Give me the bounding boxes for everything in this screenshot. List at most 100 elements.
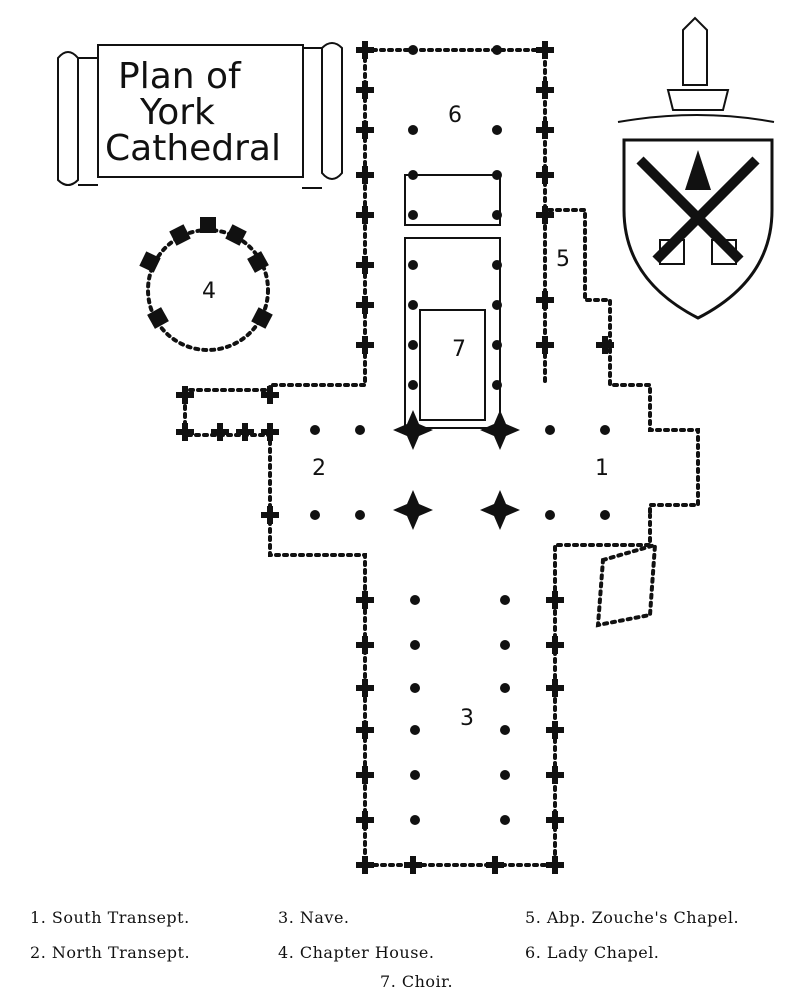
column <box>408 380 418 390</box>
area-number-4: 4 <box>202 279 216 304</box>
column <box>492 45 502 55</box>
pier <box>596 336 614 354</box>
pier <box>176 386 194 404</box>
column <box>600 425 610 435</box>
area-number-1: 1 <box>595 456 609 481</box>
column <box>410 815 420 825</box>
column <box>500 815 510 825</box>
crossing-pier <box>480 490 520 530</box>
buttress <box>200 217 216 233</box>
pier <box>356 679 374 697</box>
pier <box>536 81 554 99</box>
pier <box>236 423 254 441</box>
buttress <box>225 224 247 246</box>
pier <box>546 679 564 697</box>
area-number-5: 5 <box>556 247 570 272</box>
pier <box>356 81 374 99</box>
pier <box>356 721 374 739</box>
pier <box>486 856 504 874</box>
pier <box>536 291 554 309</box>
title-line-1: Plan of <box>118 56 242 97</box>
pier <box>546 636 564 654</box>
area-number-3: 3 <box>460 706 474 731</box>
pier <box>356 591 374 609</box>
pier <box>546 856 564 874</box>
column <box>310 510 320 520</box>
column <box>492 210 502 220</box>
pier <box>546 766 564 784</box>
pier <box>356 121 374 139</box>
buttress <box>169 224 191 246</box>
pier <box>356 296 374 314</box>
column <box>492 125 502 135</box>
pier <box>404 856 422 874</box>
area-number-2: 2 <box>312 456 326 481</box>
buttress <box>247 251 269 273</box>
coat-of-arms-icon <box>617 16 775 320</box>
area-number-7: 7 <box>452 337 466 362</box>
title-line-3: Cathedral <box>105 128 281 169</box>
pier <box>356 166 374 184</box>
column <box>492 340 502 350</box>
walls <box>146 48 700 867</box>
pier <box>536 336 554 354</box>
column <box>500 770 510 780</box>
pier <box>546 591 564 609</box>
pier <box>536 121 554 139</box>
pier <box>356 636 374 654</box>
buttress <box>147 307 169 329</box>
column <box>492 300 502 310</box>
legend-item-6: 6. Lady Chapel. <box>525 943 660 962</box>
legend-item-5: 5. Abp. Zouche's Chapel. <box>525 908 740 927</box>
column <box>410 770 420 780</box>
column <box>545 510 555 520</box>
column <box>310 425 320 435</box>
pier <box>356 336 374 354</box>
pier <box>356 811 374 829</box>
column <box>408 170 418 180</box>
buttress <box>139 251 161 273</box>
pier <box>356 206 374 224</box>
column <box>492 380 502 390</box>
column <box>500 683 510 693</box>
title-line-2: York <box>139 92 215 133</box>
column <box>408 300 418 310</box>
pier <box>261 423 279 441</box>
column <box>410 595 420 605</box>
legend-item-4: 4. Chapter House. <box>278 943 435 962</box>
pier <box>211 423 229 441</box>
legend-item-1: 1. South Transept. <box>30 908 190 927</box>
column <box>408 45 418 55</box>
pier <box>536 206 554 224</box>
legend-item-2: 2. North Transept. <box>30 943 191 962</box>
pier <box>356 766 374 784</box>
column <box>355 425 365 435</box>
crossing-pier <box>393 490 433 530</box>
column <box>492 260 502 270</box>
pier <box>356 856 374 874</box>
column <box>355 510 365 520</box>
column <box>410 640 420 650</box>
pier <box>261 386 279 404</box>
column <box>410 725 420 735</box>
title-scroll: Plan of York Cathedral <box>57 42 343 189</box>
column <box>545 425 555 435</box>
column <box>410 683 420 693</box>
area-number-6: 6 <box>448 103 462 128</box>
column <box>492 170 502 180</box>
pier <box>546 721 564 739</box>
pier <box>536 166 554 184</box>
pier <box>176 423 194 441</box>
crossing-pier <box>393 410 433 450</box>
pier <box>356 41 374 59</box>
crossing-pier <box>480 410 520 450</box>
pier <box>536 41 554 59</box>
piers <box>139 41 614 874</box>
column <box>500 640 510 650</box>
column <box>408 210 418 220</box>
buttress <box>251 307 273 329</box>
column <box>500 725 510 735</box>
column <box>408 340 418 350</box>
column <box>408 260 418 270</box>
